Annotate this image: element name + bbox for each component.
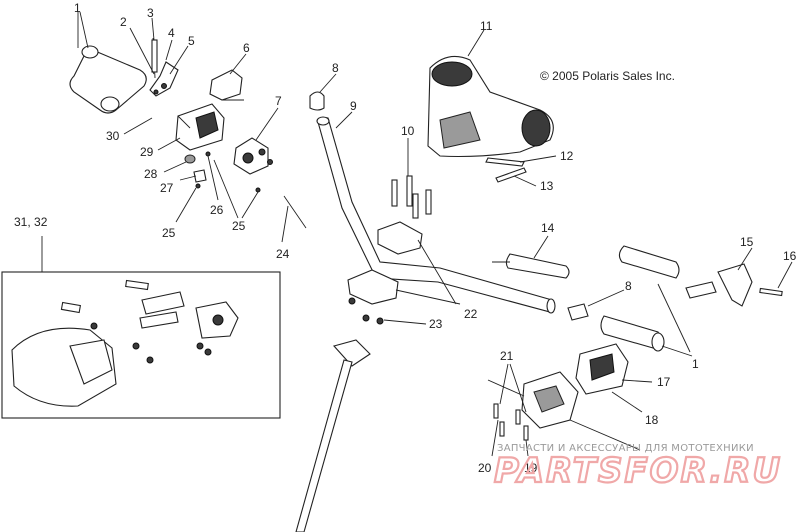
upper-clamp: [377, 221, 423, 255]
callout-25-left: 25: [162, 226, 176, 240]
callout-3: 3: [147, 6, 154, 20]
callout-26: 26: [210, 203, 224, 217]
lower-clamp-22: [347, 269, 399, 305]
clip-part-6: [209, 69, 244, 101]
callout-20: 20: [478, 461, 492, 475]
callout-5: 5: [188, 34, 195, 48]
clip-12-strap-13: [485, 157, 527, 183]
hand-guard-11: [427, 55, 554, 158]
screw-16: [759, 287, 783, 297]
copyright-notice: © 2005 Polaris Sales Inc.: [540, 69, 675, 83]
bar-end-plug-8-right: [567, 303, 589, 321]
right-grip-14: [492, 253, 570, 279]
callout-12: 12: [560, 149, 574, 163]
callout-24: 24: [276, 247, 290, 261]
leader-lines: [41, 11, 793, 457]
bracket-hardware: [149, 37, 179, 97]
callout-11: 11: [480, 19, 493, 33]
bar-end-plug-8: [309, 91, 325, 111]
control-unit-7: [233, 137, 273, 175]
callout-1-right: 1: [692, 357, 699, 371]
callout-8-right: 8: [625, 279, 632, 293]
callouts: 1 2 3 4 5 6 7 8 9 10 11 12 13 14 15 16 8…: [14, 1, 797, 475]
callout-23: 23: [429, 317, 443, 331]
callout-18: 18: [645, 413, 659, 427]
inset-box-31-32: [1, 271, 281, 419]
callout-9: 9: [350, 99, 357, 113]
callout-16: 16: [783, 249, 797, 263]
handlebar-9: [316, 116, 556, 314]
callout-8-top: 8: [332, 61, 339, 75]
callout-17: 17: [657, 375, 671, 389]
steering-post: [295, 339, 371, 532]
callout-7: 7: [275, 94, 282, 108]
callout-25-right: 25: [232, 219, 246, 233]
callout-19: 19: [524, 461, 538, 475]
callout-4: 4: [168, 26, 175, 40]
right-grip-1: [600, 245, 680, 352]
watermark: ЗАПЧАСТИ И АКСЕССУАРЫ ДЛЯ МОТОТЕХНИКИ PA…: [493, 443, 782, 492]
callout-6: 6: [243, 41, 250, 55]
callout-14: 14: [541, 221, 555, 235]
lever-housing-15: [685, 263, 753, 307]
callout-30: 30: [106, 129, 120, 143]
watermark-brand: PARTSFOR.RU: [494, 451, 782, 491]
switch-assembly-17-18: [575, 343, 629, 395]
left-grip: [69, 45, 147, 114]
callout-1-top: 1: [74, 1, 81, 15]
callout-13: 13: [540, 179, 554, 193]
callout-15: 15: [740, 235, 754, 249]
callout-10: 10: [401, 124, 415, 138]
clamp-bolts-10: [391, 175, 432, 219]
screws-19-20: [493, 403, 529, 441]
cable-24: [283, 195, 307, 229]
callout-2: 2: [120, 15, 127, 29]
callout-27: 27: [160, 181, 174, 195]
brake-master-cylinder: [487, 371, 641, 451]
callout-29: 29: [140, 145, 154, 159]
watermark-tagline: ЗАПЧАСТИ И АКСЕССУАРЫ ДЛЯ МОТОТЕХНИКИ: [497, 443, 754, 454]
callout-21: 21: [500, 349, 514, 363]
nuts-23: [348, 297, 384, 325]
callout-31-32: 31, 32: [14, 215, 48, 229]
callout-28: 28: [144, 167, 158, 181]
callout-22: 22: [464, 307, 478, 321]
switch-housing-29: [175, 103, 225, 151]
